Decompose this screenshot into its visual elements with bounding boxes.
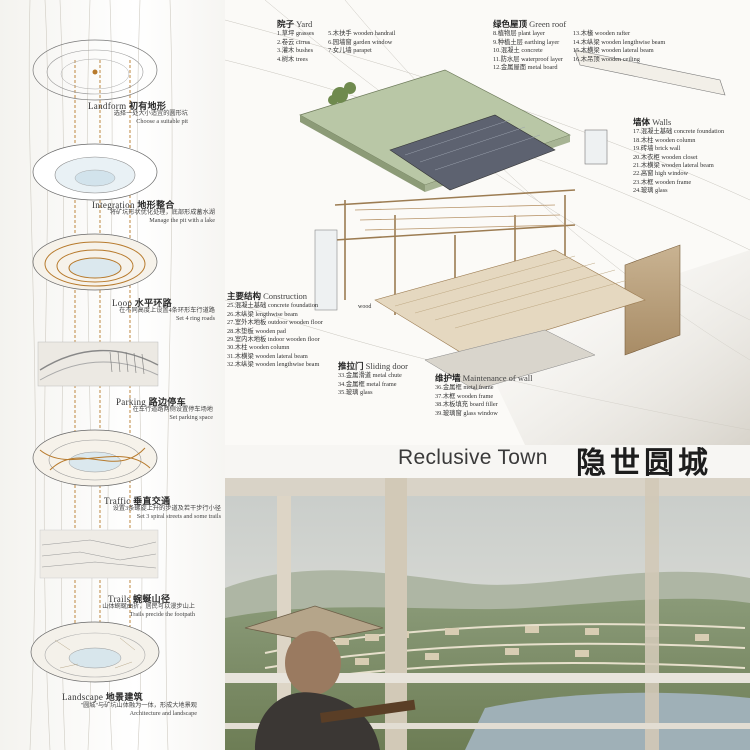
step-integration-title: Integration 地形整合 xyxy=(92,200,175,210)
legend-maintenance-wall: 维护墙 Maintenance of wall 36.金属框 metal fra… xyxy=(435,373,533,417)
step-trails-title: Trails 蜿蜒山径 xyxy=(108,594,171,604)
trails-diagram xyxy=(39,529,159,579)
perspective-render xyxy=(225,478,750,750)
axonometric-drawing xyxy=(225,0,750,445)
integration-diagram xyxy=(32,143,158,201)
traffic-diagram xyxy=(32,429,158,487)
step-parking-title: Parking 路边停车 xyxy=(116,397,186,407)
landscape-diagram xyxy=(30,621,160,683)
title-english: Reclusive Town xyxy=(398,446,548,469)
process-diagrams xyxy=(28,0,173,750)
wood-label: wood xyxy=(358,304,372,310)
parking-diagram xyxy=(37,341,159,387)
title-band: Reclusive Town 隐世圆城 xyxy=(380,432,750,488)
step-landform-title: Landform 初有地形 xyxy=(88,101,167,111)
legend-construction: 主要结构 Construction 25.混凝土基础 concrete foun… xyxy=(227,291,323,369)
step-traffic-title: Traffic 垂直交通 xyxy=(104,496,171,506)
step-loop-title: Loop 水平环路 xyxy=(112,298,172,308)
title-chinese: 隐世圆城 xyxy=(576,446,712,481)
render-image xyxy=(225,478,750,750)
loop-diagram xyxy=(32,233,158,291)
step-landscape-title: Landscape 地景建筑 xyxy=(62,692,143,702)
landform-diagram xyxy=(32,39,158,101)
